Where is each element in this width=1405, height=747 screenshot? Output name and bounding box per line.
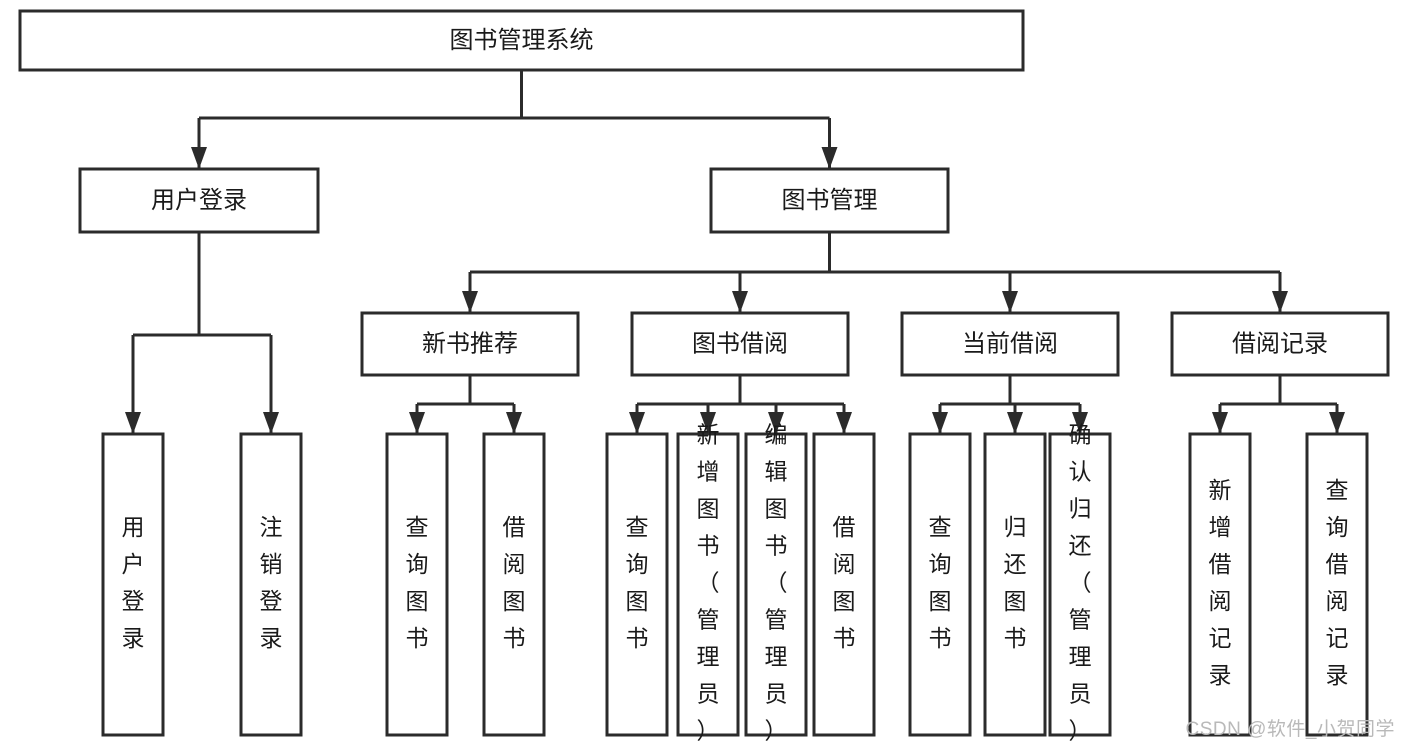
node-label: 查询图书: [929, 514, 952, 651]
arrow-head-record-0: [1212, 412, 1228, 434]
node-root-0[interactable]: 图书管理系统: [18, 9, 1025, 72]
node-level3-3[interactable]: 借阅记录: [1170, 311, 1390, 377]
node-level2-1[interactable]: 图书管理: [709, 167, 950, 234]
node-box[interactable]: [360, 311, 580, 377]
node-label: 图书管理系统: [450, 27, 594, 54]
node-label: 查询借阅记录: [1326, 477, 1349, 688]
node-box[interactable]: [1048, 432, 1112, 737]
arrow-head-new-0: [409, 412, 425, 434]
node-leaf-3[interactable]: 借阅图书: [482, 432, 546, 737]
arrow-head-books-0: [462, 291, 478, 313]
arrow-head-borrow-1: [700, 412, 716, 434]
node-box[interactable]: [709, 167, 950, 234]
arrow-head-books-3: [1272, 291, 1288, 313]
arrow-head-borrow-3: [836, 412, 852, 434]
arrow-head-current-2: [1072, 412, 1088, 434]
arrow-head-root-1: [821, 147, 838, 169]
node-level3-2[interactable]: 当前借阅: [900, 311, 1120, 377]
node-box[interactable]: [1305, 432, 1369, 737]
node-leaf-11[interactable]: 新增借阅记录: [1188, 432, 1252, 737]
node-leaf-7[interactable]: 借阅图书: [812, 432, 876, 737]
node-box[interactable]: [101, 432, 165, 737]
node-box[interactable]: [676, 432, 740, 737]
node-label: 借阅图书: [833, 514, 856, 651]
node-box[interactable]: [983, 432, 1047, 737]
csdn-watermark: CSDN @软件_小贺同学: [1185, 719, 1395, 740]
node-level3-1[interactable]: 图书借阅: [630, 311, 850, 377]
node-box[interactable]: [78, 167, 320, 234]
node-box[interactable]: [900, 311, 1120, 377]
node-label: 新增图书（管理员）: [697, 422, 720, 744]
node-label: 用户登录: [151, 187, 247, 214]
arrow-head-books-2: [1002, 291, 1018, 313]
node-leaf-2[interactable]: 查询图书: [385, 432, 449, 737]
arrow-head-login-1: [263, 412, 279, 434]
node-box[interactable]: [812, 432, 876, 737]
node-label: 注销登录: [260, 514, 283, 651]
node-label: 确认归还（管理员）: [1069, 422, 1092, 744]
node-label: 查询图书: [626, 514, 649, 651]
node-box[interactable]: [482, 432, 546, 737]
node-leaf-10[interactable]: 确认归还（管理员）: [1048, 422, 1112, 744]
node-label: 当前借阅: [962, 330, 1058, 357]
arrow-head-borrow-2: [768, 412, 784, 434]
node-leaf-4[interactable]: 查询图书: [605, 432, 669, 737]
node-leaf-0[interactable]: 用户登录: [101, 432, 165, 737]
arrow-head-borrow-0: [629, 412, 645, 434]
arrow-head-current-1: [1007, 412, 1023, 434]
node-label: 新增借阅记录: [1209, 477, 1232, 688]
node-layer: 图书管理系统用户登录图书管理新书推荐图书借阅当前借阅借阅记录用户登录注销登录查询…: [18, 9, 1390, 744]
node-box[interactable]: [385, 432, 449, 737]
node-leaf-9[interactable]: 归还图书: [983, 432, 1047, 737]
node-label: 图书管理: [782, 187, 878, 214]
arrow-head-root-0: [191, 147, 207, 169]
node-level2-0[interactable]: 用户登录: [78, 167, 320, 234]
arrow-head-record-1: [1329, 412, 1345, 434]
node-box[interactable]: [18, 9, 1025, 72]
node-box[interactable]: [1188, 432, 1252, 737]
connector-layer: [125, 70, 1345, 434]
node-label: 图书借阅: [692, 330, 788, 357]
node-label: 归还图书: [1004, 514, 1027, 651]
arrow-head-login-0: [125, 412, 141, 434]
arrow-head-new-1: [506, 412, 522, 434]
node-box[interactable]: [630, 311, 850, 377]
node-label: 查询图书: [406, 514, 429, 651]
node-label: 借阅图书: [503, 514, 526, 651]
node-box[interactable]: [605, 432, 669, 737]
arrow-head-books-1: [732, 291, 748, 313]
node-label: 借阅记录: [1232, 330, 1328, 357]
node-leaf-8[interactable]: 查询图书: [908, 432, 972, 737]
node-label: 新书推荐: [422, 330, 518, 357]
node-leaf-1[interactable]: 注销登录: [239, 432, 303, 737]
node-label: 编辑图书（管理员）: [765, 422, 788, 744]
node-level3-0[interactable]: 新书推荐: [360, 311, 580, 377]
arrow-head-current-0: [932, 412, 948, 434]
node-box[interactable]: [908, 432, 972, 737]
node-leaf-12[interactable]: 查询借阅记录: [1305, 432, 1369, 737]
node-label: 用户登录: [122, 514, 145, 651]
node-leaf-5[interactable]: 新增图书（管理员）: [676, 422, 740, 744]
node-box[interactable]: [1170, 311, 1390, 377]
node-box[interactable]: [239, 432, 303, 737]
node-leaf-6[interactable]: 编辑图书（管理员）: [744, 422, 808, 744]
node-box[interactable]: [744, 432, 808, 737]
